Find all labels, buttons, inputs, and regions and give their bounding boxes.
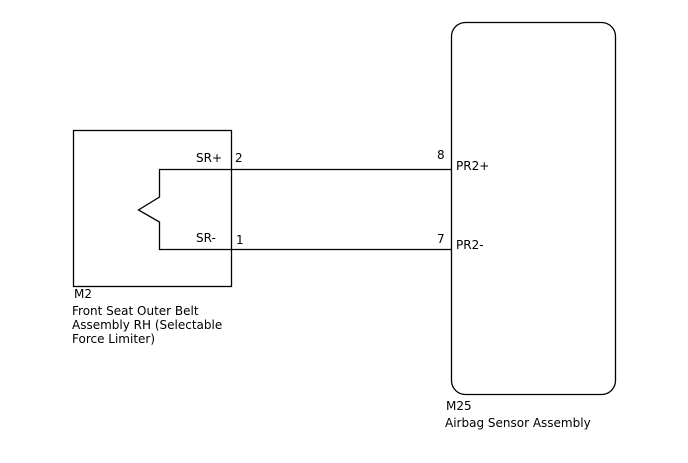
m25-component-name: Airbag Sensor Assembly [445,416,591,430]
m25-component: 8 7 PR2+ PR2- M25 Airbag Sensor Assembly [437,21,617,430]
m2-component-name-line-1: Front Seat Outer Belt [72,304,199,318]
m2-pin-1-number: 1 [236,233,244,247]
m2-internal-element-symbol [137,168,231,251]
m2-component-code: M2 [74,287,92,301]
m25-terminal-pr2-minus-label: PR2- [456,238,484,252]
m25-component-box [450,21,617,396]
m2-component-name-line-2: Assembly RH (Selectable [72,318,222,332]
m25-terminal-pr2-plus-label: PR2+ [456,159,489,173]
m2-terminal-sr-plus-label: SR+ [196,151,222,165]
m25-pin-8-number: 8 [437,148,445,162]
m2-component-box [72,129,233,288]
m2-component: SR+ SR- 2 1 M2 Front Seat Outer Belt Ass… [72,129,244,346]
m2-terminal-sr-minus-label: SR- [196,231,216,245]
m2-pin-2-number: 2 [235,151,243,165]
m25-pin-7-number: 7 [437,232,445,246]
m2-component-name-line-3: Force Limiter) [72,332,155,346]
m25-component-code: M25 [446,399,472,413]
wires [231,168,452,251]
